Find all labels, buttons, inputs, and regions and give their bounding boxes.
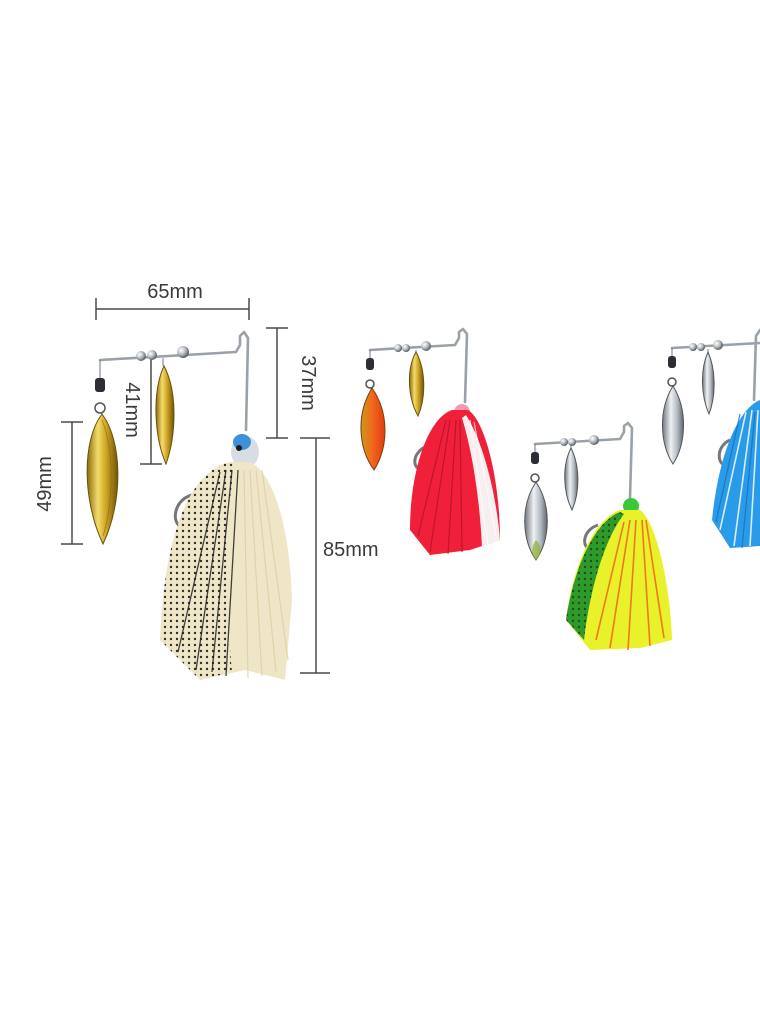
dimension-65mm: 65mm (95, 281, 250, 320)
spinnerbait-black-white (86, 330, 292, 680)
gold-willow-blade-small (155, 364, 175, 466)
gold-willow-blade-small-2 (408, 350, 425, 418)
dimension-label-upper-arm: 37mm (297, 355, 319, 411)
dimension-49mm: 49mm (34, 421, 83, 545)
silver-willow-blade-large-2 (662, 385, 684, 465)
spinnerbait-blue-white (662, 328, 760, 549)
dimension-label-large-blade: 49mm (34, 456, 56, 512)
dimension-85mm: 85mm (300, 437, 379, 674)
dimension-label-small-blade: 41mm (121, 382, 143, 438)
dimension-label-arm-width: 65mm (147, 281, 203, 303)
spinnerbait-red-white (360, 327, 500, 555)
dimension-41mm: 41mm (121, 357, 162, 465)
gold-willow-blade-large (86, 413, 119, 546)
orange-willow-blade (360, 387, 386, 471)
silver-willow-blade-small (564, 446, 579, 512)
silver-willow-blade-small-2 (701, 350, 715, 416)
dimension-label-skirt: 85mm (323, 539, 379, 561)
spinnerbait-green-yellow-orange (524, 421, 672, 651)
dimension-37mm: 37mm (266, 327, 319, 439)
